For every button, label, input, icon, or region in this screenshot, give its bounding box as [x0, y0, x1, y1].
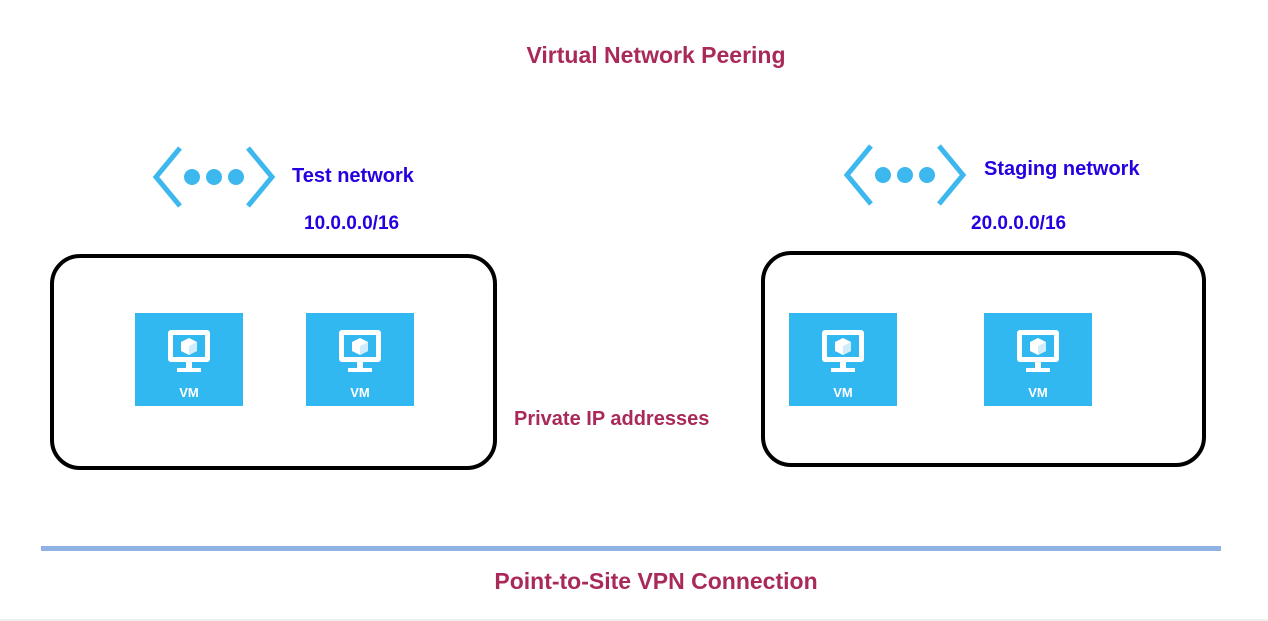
- vnet-box-test: [50, 254, 497, 470]
- diagram-title: Virtual Network Peering: [526, 42, 786, 68]
- cidr-label-test: 10.0.0.0/16: [304, 213, 400, 234]
- vm-tile[interactable]: VM: [135, 313, 243, 406]
- cidr-label-staging: 20.0.0.0/16: [971, 213, 1067, 234]
- vnet-box-staging: [761, 251, 1206, 467]
- vpn-connection-line: [41, 546, 1221, 551]
- vm-label: VM: [833, 385, 853, 400]
- vm-monitor-icon: [168, 330, 210, 372]
- virtual-network-icon: [843, 144, 967, 206]
- bottom-divider: [0, 619, 1268, 621]
- vm-label: VM: [350, 385, 370, 400]
- vm-tile[interactable]: VM: [306, 313, 414, 406]
- vm-monitor-icon: [1017, 330, 1059, 372]
- vpn-connection-label: Point-to-Site VPN Connection: [494, 568, 818, 594]
- vm-monitor-icon: [822, 330, 864, 372]
- vm-label: VM: [1028, 385, 1048, 400]
- network-label-staging: Staging network: [984, 158, 1140, 180]
- vm-tile[interactable]: VM: [984, 313, 1092, 406]
- connection-label: Private IP addresses: [514, 408, 710, 430]
- vm-label: VM: [179, 385, 199, 400]
- vm-tile[interactable]: VM: [789, 313, 897, 406]
- vm-monitor-icon: [339, 330, 381, 372]
- virtual-network-icon: [152, 146, 276, 208]
- network-label-test: Test network: [292, 165, 414, 187]
